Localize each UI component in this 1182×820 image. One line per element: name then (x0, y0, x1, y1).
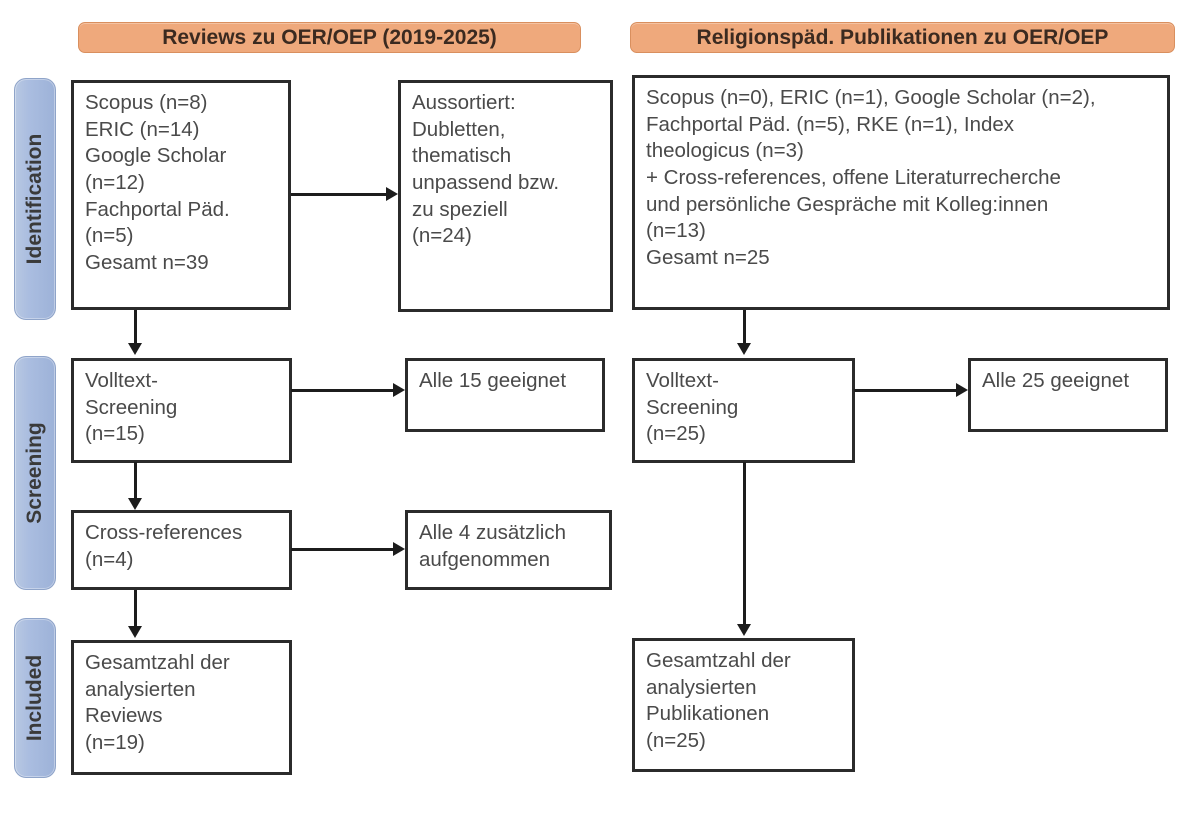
box-left-crossrefs-text: Cross-references (n=4) (85, 521, 243, 571)
box-left-identification: Scopus (n=8) ERIC (n=14) Google Scholar … (71, 80, 291, 310)
connector-left-identification-to-excluded (291, 193, 387, 196)
box-left-screening-result-text: Alle 15 geeignet (419, 369, 567, 392)
box-left-crossrefs-result-text: Alle 4 zusätzlich aufgenommen (419, 521, 566, 571)
arrowhead-left-identification-to-excluded (386, 187, 398, 201)
arrowhead-right-screening-to-result (956, 383, 968, 397)
arrowhead-left-identification-to-screening (128, 343, 142, 355)
box-left-screening-result: Alle 15 geeignet (405, 358, 605, 432)
box-right-screening-result-text: Alle 25 geeignet (982, 369, 1130, 392)
phase-tab-screening: Screening (14, 356, 56, 590)
phase-tab-identification-label: Identification (23, 133, 46, 265)
connector-right-screening-to-result (854, 389, 957, 392)
box-left-crossrefs-result: Alle 4 zusätzlich aufgenommen (405, 510, 612, 590)
phase-tab-included-label: Included (23, 654, 46, 742)
phase-tab-included: Included (14, 618, 56, 778)
box-left-crossrefs: Cross-references (n=4) (71, 510, 292, 590)
connector-left-crossrefs-to-included (134, 590, 137, 627)
arrowhead-left-screening-to-crossrefs (128, 498, 142, 510)
arrowhead-right-screening-to-included (737, 624, 751, 636)
connector-left-identification-to-screening (134, 310, 137, 344)
column-header-publikationen-label: Religionspäd. Publikationen zu OER/OEP (696, 25, 1109, 49)
box-right-screening-text: Volltext- Screening (n=25) (646, 369, 739, 446)
box-right-identification-text: Scopus (n=0), ERIC (n=1), Google Scholar… (646, 86, 1096, 269)
box-right-screening: Volltext- Screening (n=25) (632, 358, 855, 463)
connector-right-identification-to-screening (743, 310, 746, 344)
arrowhead-right-identification-to-screening (737, 343, 751, 355)
box-left-excluded: Aussortiert: Dubletten, thematisch unpas… (398, 80, 613, 312)
connector-left-screening-to-crossrefs (134, 462, 137, 499)
column-header-publikationen: Religionspäd. Publikationen zu OER/OEP (630, 22, 1175, 53)
box-left-identification-text: Scopus (n=8) ERIC (n=14) Google Scholar … (85, 91, 230, 274)
arrowhead-left-crossrefs-to-result (393, 542, 405, 556)
box-right-included: Gesamtzahl der analysierten Publikatione… (632, 638, 855, 772)
box-left-included-text: Gesamtzahl der analysierten Reviews (n=1… (85, 651, 230, 754)
box-right-screening-result: Alle 25 geeignet (968, 358, 1168, 432)
column-header-reviews: Reviews zu OER/OEP (2019-2025) (78, 22, 581, 53)
box-left-screening: Volltext- Screening (n=15) (71, 358, 292, 463)
box-right-included-text: Gesamtzahl der analysierten Publikatione… (646, 649, 791, 752)
box-left-included: Gesamtzahl der analysierten Reviews (n=1… (71, 640, 292, 775)
box-left-excluded-text: Aussortiert: Dubletten, thematisch unpas… (412, 91, 560, 248)
connector-left-crossrefs-to-result (291, 548, 394, 551)
phase-tab-screening-label: Screening (23, 422, 46, 524)
column-header-reviews-label: Reviews zu OER/OEP (2019-2025) (162, 25, 497, 49)
connector-right-screening-to-included (743, 462, 746, 625)
arrowhead-left-screening-to-result (393, 383, 405, 397)
box-right-identification: Scopus (n=0), ERIC (n=1), Google Scholar… (632, 75, 1170, 310)
phase-tab-identification: Identification (14, 78, 56, 320)
box-left-screening-text: Volltext- Screening (n=15) (85, 369, 178, 446)
connector-left-screening-to-result (291, 389, 394, 392)
arrowhead-left-crossrefs-to-included (128, 626, 142, 638)
